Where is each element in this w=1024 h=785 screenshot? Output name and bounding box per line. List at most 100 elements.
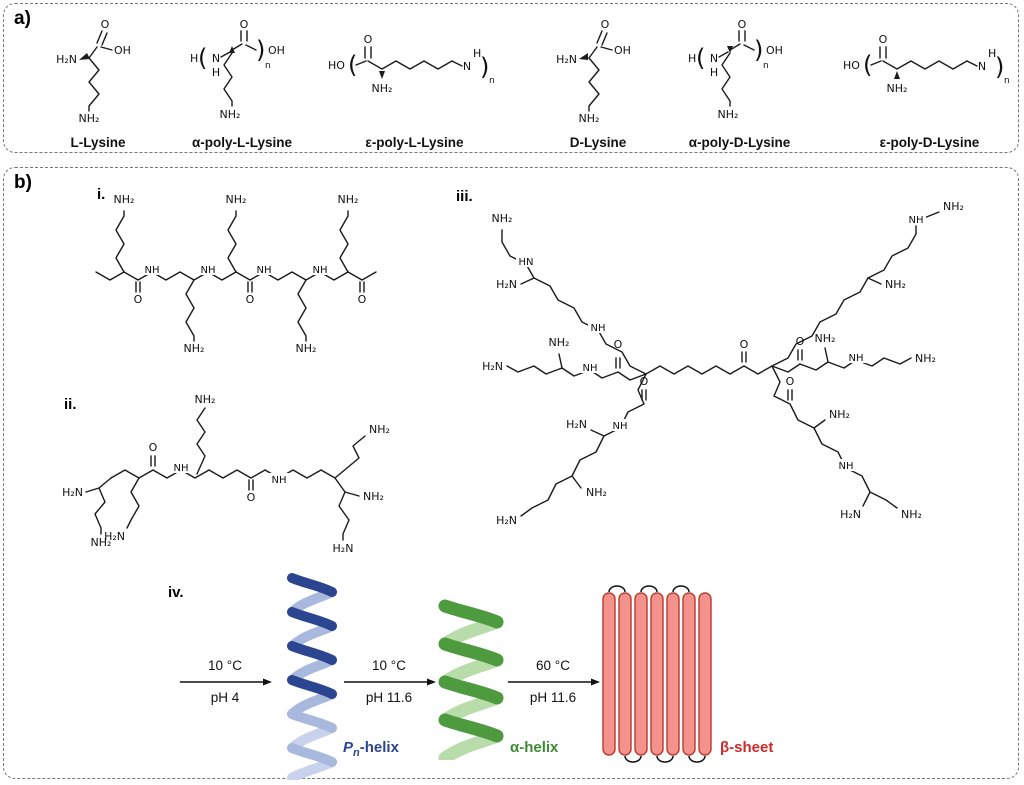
nh2-atom-label: NH₂ bbox=[901, 508, 922, 521]
transition-step-3: 60 °C pH 11.6 bbox=[505, 658, 601, 706]
item-label-iii: iii. bbox=[456, 188, 473, 205]
structure-epsilon-poly-d-lysine: HO ( O NH₂ N H ) n ε-poly-D-Lysine bbox=[837, 8, 1022, 151]
structure-caption: α-poly-D-Lysine bbox=[688, 135, 791, 150]
nh2-atom-label: NH₂ bbox=[943, 200, 964, 213]
n-atom-label: N bbox=[212, 52, 220, 65]
bonds bbox=[85, 407, 366, 541]
nh-atom-label: NH bbox=[272, 475, 287, 486]
nh2-atom-label: NH₂ bbox=[579, 112, 600, 124]
o-atom-label: O bbox=[786, 375, 795, 388]
pn-helix-label-rest: -helix bbox=[359, 739, 399, 756]
label-bg bbox=[254, 263, 274, 275]
pn-helix-label-sub: n bbox=[353, 747, 360, 759]
d-lysine-drawing: O OH H₂N NH₂ bbox=[552, 8, 644, 133]
structure-alpha-poly-d-lysine: H ( N H O ) OH n NH₂ α-poly-D-Lysine bbox=[667, 8, 812, 151]
close-bracket: ) bbox=[754, 36, 763, 64]
structure-caption: D-Lysine bbox=[569, 135, 627, 150]
item-label-ii: ii. bbox=[64, 396, 77, 413]
step-ph: pH 4 bbox=[210, 690, 240, 706]
label-bg bbox=[198, 263, 218, 275]
structure-caption: α-poly-L-Lysine bbox=[191, 135, 293, 150]
step-temp: 60 °C bbox=[536, 658, 570, 673]
ho-atom-label: HO bbox=[328, 59, 345, 72]
nh-atom-label: NH bbox=[201, 265, 216, 276]
label-bg bbox=[516, 255, 536, 267]
structure-caption: ε-poly-D-Lysine bbox=[879, 135, 980, 150]
h2n-atom-label: H₂N bbox=[556, 53, 577, 66]
close-bracket: ) bbox=[256, 36, 265, 64]
panel-b-label: b) bbox=[14, 172, 32, 193]
label-bg bbox=[310, 263, 330, 275]
oh-atom-label: OH bbox=[614, 44, 631, 57]
epsilon-poly-d-lysine-drawing: HO ( O NH₂ N H ) n bbox=[841, 8, 1019, 133]
panel-a-label: a) bbox=[14, 8, 31, 29]
nh2-atom-label: NH₂ bbox=[369, 423, 390, 436]
beta-sheet-graphic bbox=[602, 585, 712, 763]
alpha-helix-label: α-helix bbox=[510, 739, 559, 756]
structure-caption: ε-poly-L-Lysine bbox=[365, 135, 464, 150]
bonds bbox=[95, 210, 377, 342]
alpha-helix-graphic bbox=[438, 599, 504, 760]
l-lysine-drawing: O OH H₂N NH₂ bbox=[52, 8, 144, 133]
nh2-atom-label: NH₂ bbox=[885, 278, 906, 291]
bonds bbox=[220, 29, 257, 107]
step-ph: pH 11.6 bbox=[365, 690, 413, 706]
structure-d-lysine: O OH H₂N NH₂ D-Lysine bbox=[543, 8, 653, 151]
o-atom-label: O bbox=[247, 491, 256, 504]
o-atom-label: O bbox=[614, 338, 623, 351]
panel-b: b) i. NH NH NH NH O O bbox=[3, 167, 1019, 780]
h2n-atom-label: H₂N bbox=[496, 278, 517, 291]
hn-atom-label: HN bbox=[519, 257, 534, 268]
h-atom-label: H bbox=[988, 47, 996, 60]
label-bg bbox=[142, 263, 162, 275]
o-atom-label: O bbox=[737, 18, 746, 31]
panel-a: a) O OH H₂N NH₂ L-Lysine bbox=[3, 3, 1019, 153]
nh-atom-label: NH bbox=[849, 353, 864, 364]
h-atom-label: H bbox=[688, 52, 696, 65]
structure-l-lysine: O OH H₂N NH₂ L-Lysine bbox=[43, 8, 153, 151]
n-subscript: n bbox=[489, 76, 495, 86]
o-atom-label: O bbox=[878, 33, 887, 46]
structure-i-drawing: NH NH NH NH O O O NH₂ NH₂ NH₂ NH₂ NH₂ bbox=[95, 193, 377, 354]
o-atom-label: O bbox=[796, 335, 805, 348]
o-atom-label: O bbox=[640, 375, 649, 388]
nh-atom-label: NH bbox=[839, 461, 854, 472]
item-label-iv: iv. bbox=[168, 584, 184, 601]
o-atom-label: O bbox=[246, 293, 255, 306]
bonds bbox=[717, 29, 755, 107]
nh-atom-label: NH bbox=[583, 363, 598, 374]
bonds bbox=[579, 29, 613, 112]
h-atom-label: H bbox=[473, 47, 481, 60]
h2n-atom-label: H₂N bbox=[566, 418, 587, 431]
nh2-atom-label: NH₂ bbox=[91, 536, 112, 549]
nh-atom-label: NH bbox=[174, 463, 189, 474]
label-bg bbox=[588, 321, 608, 333]
nh-atom-label: NH bbox=[909, 215, 924, 226]
alpha-poly-d-lysine-drawing: H ( N H O ) OH n NH₂ bbox=[684, 8, 796, 133]
bonds bbox=[501, 211, 940, 517]
h-atom-label: H bbox=[212, 66, 220, 79]
oh-atom-label: OH bbox=[766, 44, 783, 57]
oh-atom-label: OH bbox=[268, 44, 285, 57]
arrow-right-icon bbox=[508, 678, 600, 686]
arrow-right-icon bbox=[180, 678, 272, 686]
nh2-atom-label: NH₂ bbox=[586, 486, 607, 499]
nh-atom-label: NH bbox=[313, 265, 328, 276]
arrow-right-icon bbox=[344, 678, 436, 686]
nh2-atom-label: NH₂ bbox=[371, 82, 392, 95]
nh2-atom-label: NH₂ bbox=[915, 352, 936, 365]
h-atom-label: H bbox=[709, 66, 717, 79]
nh-atom-label: NH bbox=[145, 265, 160, 276]
h2n-atom-label: H₂N bbox=[62, 486, 83, 499]
close-bracket: ) bbox=[480, 53, 489, 81]
label-bg bbox=[269, 473, 289, 485]
label-bg bbox=[906, 213, 926, 225]
h2n-atom-label: H₂N bbox=[482, 360, 503, 373]
nh2-atom-label: NH₂ bbox=[829, 408, 850, 421]
nh2-atom-label: NH₂ bbox=[184, 342, 205, 354]
h2n-atom-label: H₂N bbox=[496, 514, 517, 527]
structure-alpha-poly-l-lysine: H ( N H O ) OH n NH₂ α-poly-L-Lysine bbox=[172, 8, 312, 151]
close-bracket: ) bbox=[995, 53, 1004, 81]
o-atom-label: O bbox=[363, 33, 372, 46]
